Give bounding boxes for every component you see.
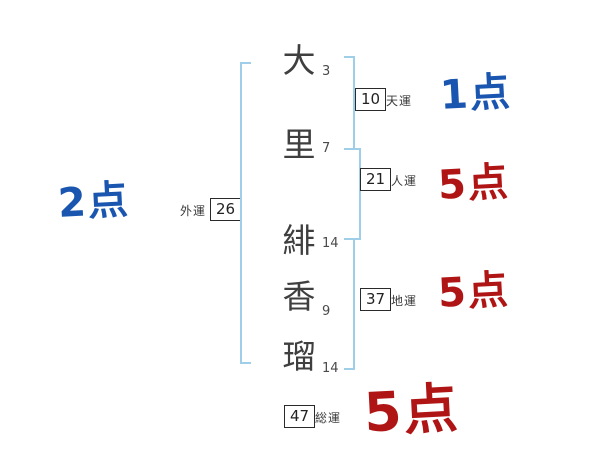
soun-value-box: 47	[284, 405, 316, 428]
stroke-count-5: 14	[322, 361, 339, 376]
chiun-value-box: 37	[360, 288, 392, 311]
gaiun-bracket	[240, 62, 251, 364]
soun-label: 総運	[315, 411, 342, 425]
name-char-5: 瑠	[282, 337, 316, 376]
name-char-3: 緋	[282, 221, 316, 260]
gaiun-value-box: 26	[210, 198, 242, 221]
stroke-count-4: 9	[322, 304, 331, 319]
tenun-label: 天運	[386, 94, 413, 108]
jinun-value-box: 21	[360, 168, 392, 191]
score-tenun: 1点	[438, 69, 513, 119]
stroke-count-3: 14	[322, 236, 339, 251]
stroke-count-2: 7	[322, 141, 331, 156]
name-char-4: 香	[282, 277, 316, 316]
tenun-bracket	[344, 56, 355, 150]
score-chiun: 5点	[436, 267, 511, 317]
chiun-label: 地運	[391, 294, 418, 308]
name-char-2: 里	[282, 125, 316, 164]
score-gaiun: 2点	[56, 177, 131, 227]
score-jinun: 5点	[436, 159, 511, 209]
jinun-bracket	[350, 148, 361, 240]
jinun-label: 人運	[391, 174, 418, 188]
stroke-count-1: 3	[322, 64, 331, 79]
score-soun: 5点	[362, 376, 462, 445]
tenun-value-box: 10	[355, 88, 387, 111]
chiun-bracket	[344, 238, 355, 370]
gaiun-label: 外運	[180, 204, 207, 218]
name-char-1: 大	[282, 41, 316, 80]
